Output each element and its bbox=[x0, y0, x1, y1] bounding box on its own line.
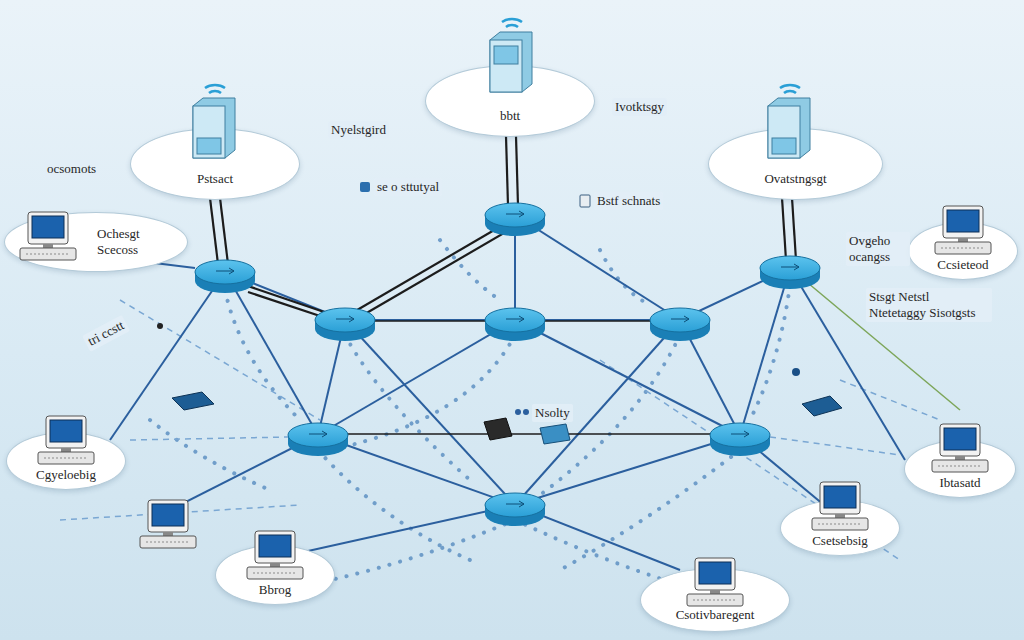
network-link bbox=[110, 215, 905, 570]
node-label: Ccsieteod bbox=[937, 257, 988, 273]
node-text-group: Ibtasatd bbox=[939, 475, 980, 491]
node-label: Csetsebsig bbox=[812, 533, 868, 549]
computer-icon bbox=[935, 206, 991, 254]
node-label: bbtt bbox=[500, 108, 520, 124]
note-label-box: Bstf schnats bbox=[594, 192, 663, 210]
note-label: Stsgt Netstl Ntetetaggy Sisotgsts bbox=[866, 288, 992, 322]
computer-node: Csetsebsig bbox=[780, 500, 900, 556]
note-label-box: Nyelstgird bbox=[328, 121, 389, 139]
note-label-box: Stsgt Netstl Ntetetaggy Sisotgsts bbox=[866, 288, 992, 322]
computer-node: Cgyeloebig bbox=[6, 432, 126, 490]
note-label-box: Ovgeho ocangss bbox=[846, 232, 910, 266]
router-icon bbox=[195, 203, 820, 526]
node-text-group: Pstsact bbox=[197, 171, 233, 187]
node-text-group: Ovatstngsgt bbox=[764, 171, 826, 187]
note-label: se o sttutyal bbox=[374, 178, 442, 196]
note-label-box: ocsomots bbox=[44, 160, 99, 178]
computer-icon bbox=[812, 482, 868, 530]
note-label-box: Nsolty bbox=[532, 404, 573, 422]
computer-node: Ochesgt Scecoss bbox=[4, 212, 188, 272]
note-label: Ovgeho ocangss bbox=[846, 232, 910, 266]
dotted-links bbox=[150, 240, 790, 585]
node-label: Ovatstngsgt bbox=[764, 171, 826, 187]
note-label: Ivotktsgy bbox=[612, 98, 667, 116]
node-label: Csotivbaregent bbox=[676, 607, 755, 623]
note-label-box: tri ccstt bbox=[82, 315, 130, 352]
node-text-group: Ccsieteod bbox=[937, 257, 988, 273]
note-label: Nsolty bbox=[532, 404, 573, 422]
node-label: Bbrog bbox=[259, 582, 292, 598]
note-label: Bstf schnats bbox=[594, 192, 663, 210]
node-label: Ochesgt Scecoss bbox=[97, 226, 167, 258]
note-label: Nyelstgird bbox=[328, 121, 389, 139]
computer-icon bbox=[38, 416, 94, 464]
computer-node: Csotivbaregent bbox=[640, 568, 790, 632]
trunk-cable bbox=[210, 136, 796, 434]
server-oval: Pstsact bbox=[130, 128, 300, 200]
node-text-group: Cgyeloebig bbox=[36, 467, 96, 483]
computer-icon bbox=[687, 558, 743, 606]
note-label-box: Ivotktsgy bbox=[612, 98, 667, 116]
server-oval: bbtt bbox=[425, 65, 595, 137]
node-label: Cgyeloebig bbox=[36, 467, 96, 483]
node-text-group: Ochesgt Scecoss bbox=[97, 226, 167, 258]
node-text-group: Bbrog bbox=[259, 582, 292, 598]
note-label: tri ccstt bbox=[82, 315, 130, 352]
switch-device bbox=[157, 182, 842, 444]
computer-node: Bbrog bbox=[215, 545, 335, 605]
note-label: ocsomots bbox=[44, 160, 99, 178]
node-label: Pstsact bbox=[197, 171, 233, 187]
node-text-group: Csetsebsig bbox=[812, 533, 868, 549]
computer-icon bbox=[140, 500, 196, 548]
server-icon bbox=[193, 19, 810, 158]
computer-node: Ibtasatd bbox=[904, 440, 1016, 498]
computer-node: Ccsieteod bbox=[908, 222, 1018, 280]
server-oval: Ovatstngsgt bbox=[708, 128, 883, 200]
computer-icon bbox=[247, 531, 303, 579]
node-text-group: Csotivbaregent bbox=[676, 607, 755, 623]
node-text-group: bbtt bbox=[500, 108, 520, 124]
node-label: Ibtasatd bbox=[939, 475, 980, 491]
dashed-links bbox=[60, 300, 940, 560]
computer-icon bbox=[20, 212, 76, 260]
note-label-box: se o sttutyal bbox=[374, 178, 442, 196]
computer-icon bbox=[932, 424, 988, 472]
computer-icons bbox=[20, 206, 991, 606]
